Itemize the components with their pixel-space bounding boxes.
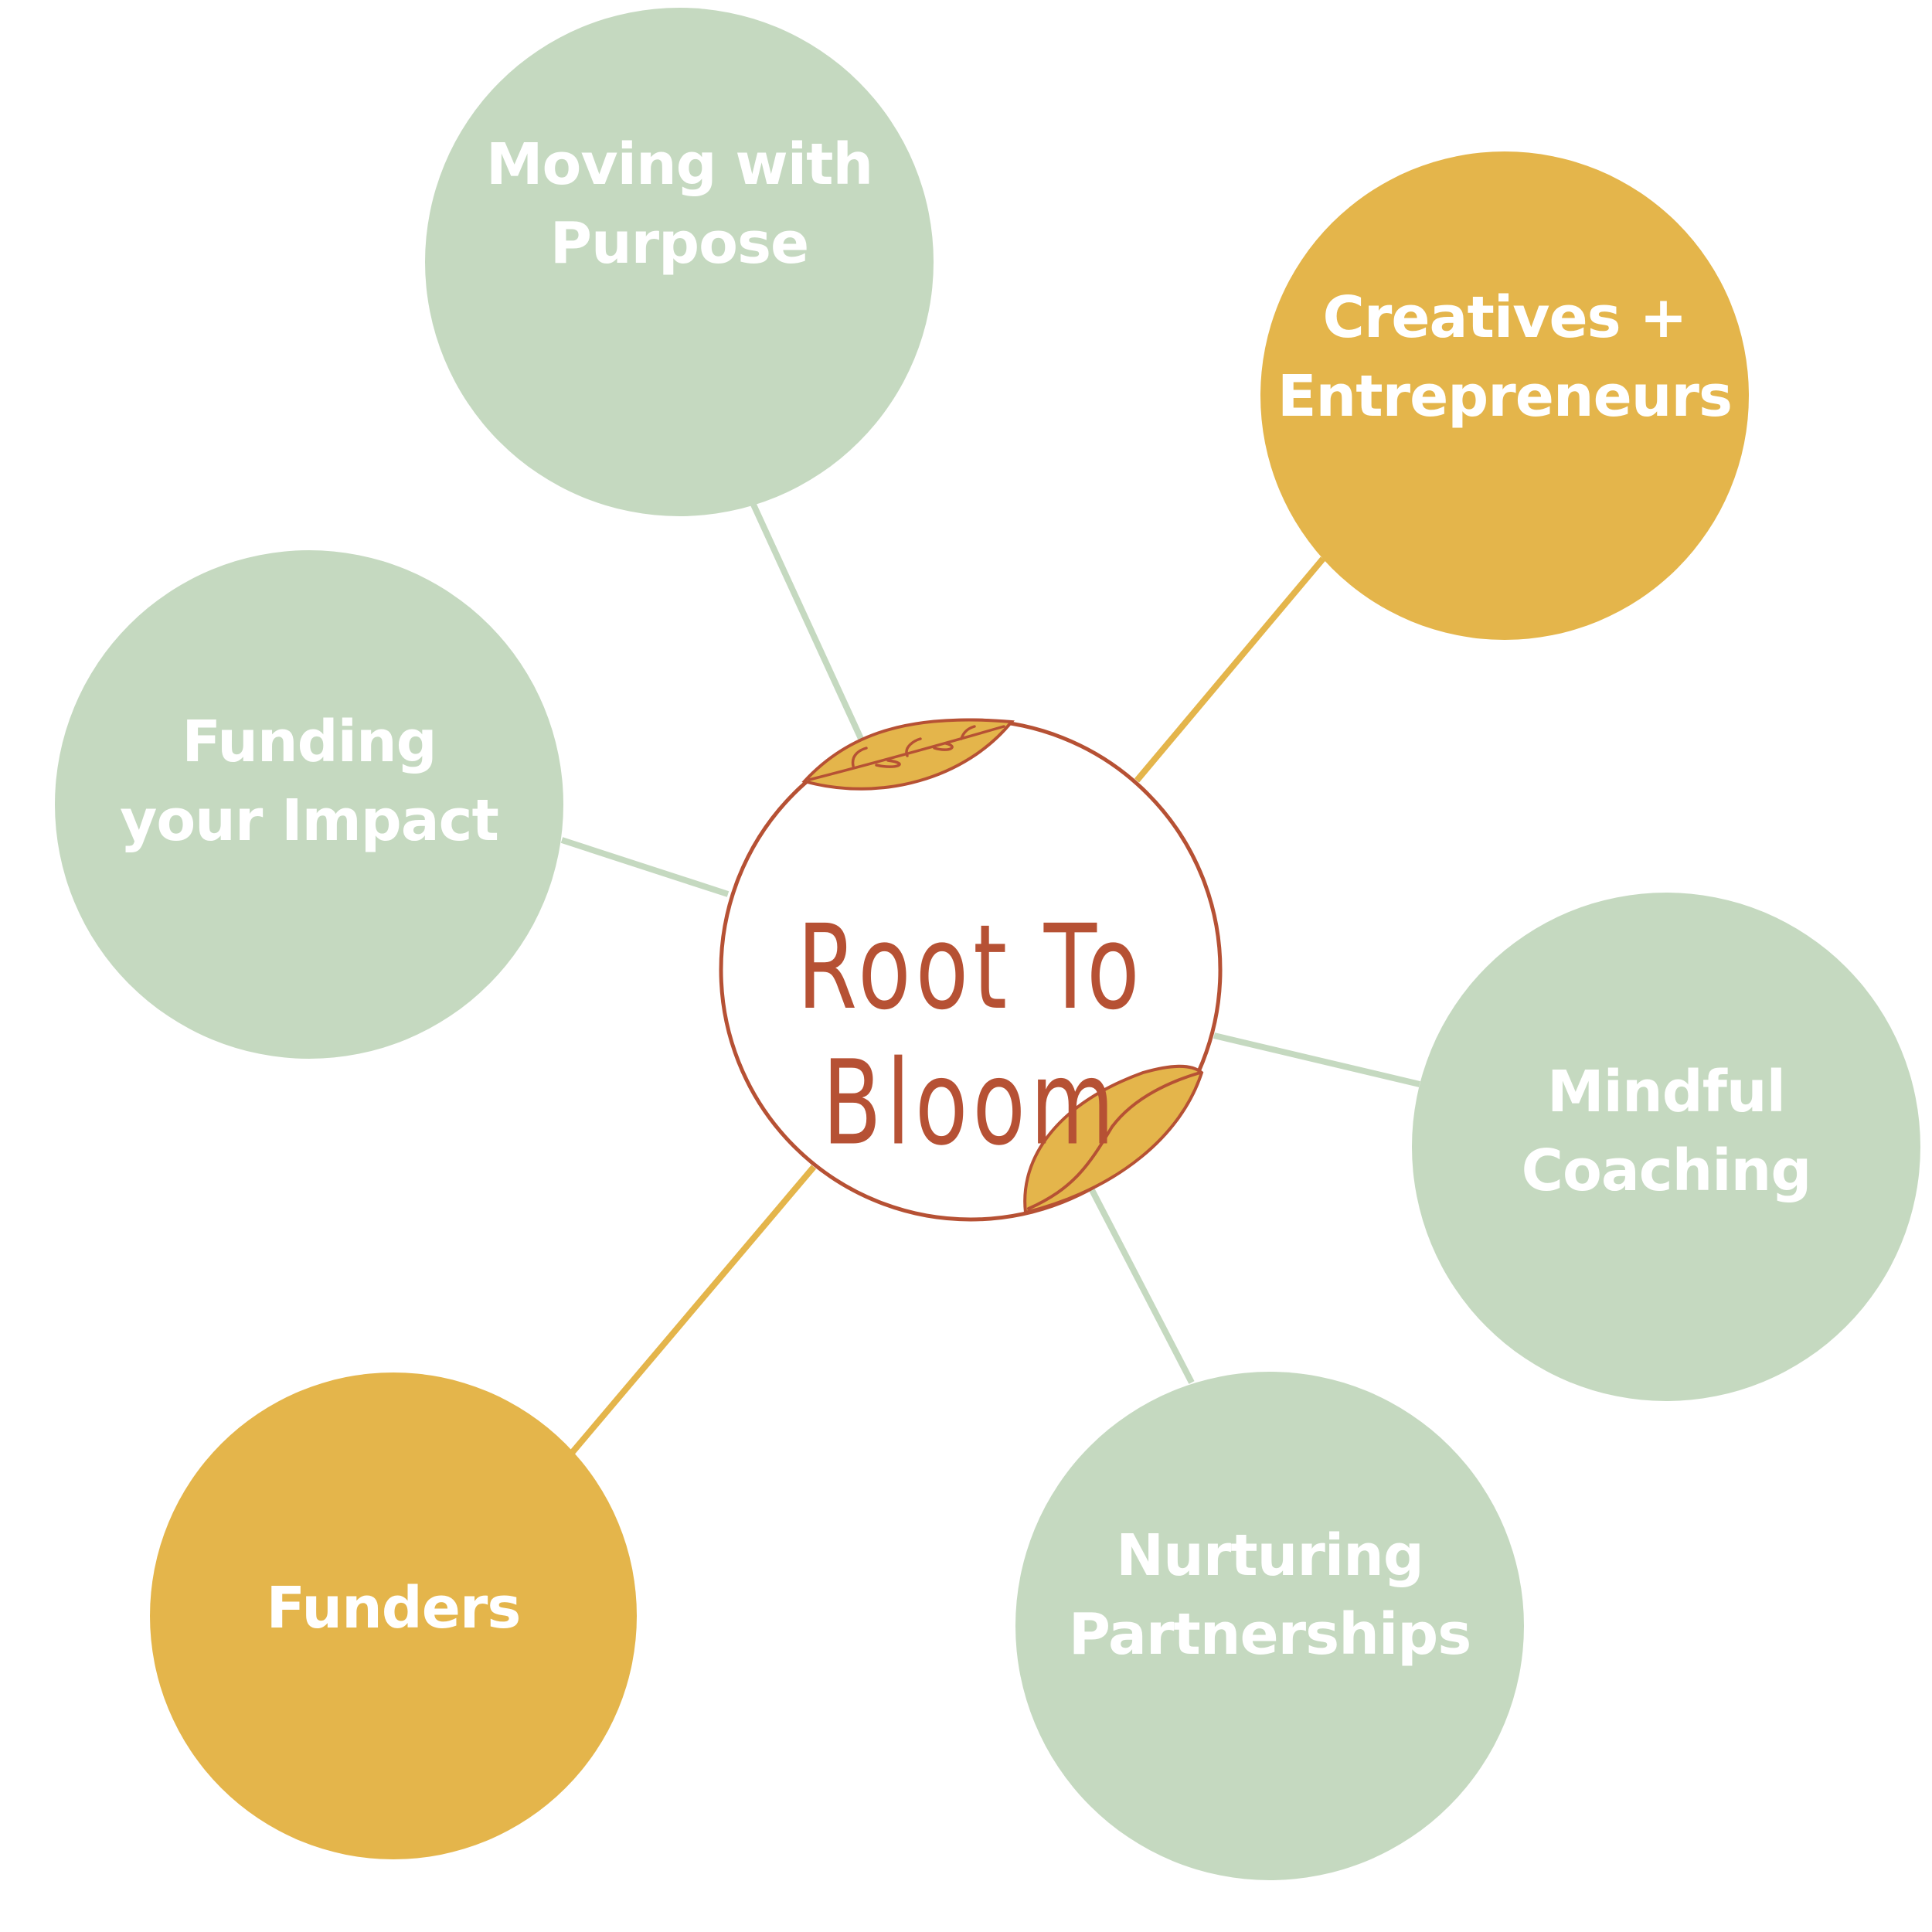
connector-creatives [1134,556,1326,783]
leaf-bottom-icon [1023,1064,1204,1215]
node-label: Mindful Coaching [1521,1058,1812,1204]
connector-nurturing [1088,1187,1195,1384]
leaf-bottom-vein [1027,1071,1202,1210]
leaf-top-vein [808,725,1005,781]
node-funders: Funders [150,1372,637,1859]
hub-circle [719,718,1223,1222]
node-funding-your-impact: Funding your Impact [55,550,563,1059]
connector-mindful [1213,1032,1420,1087]
node-label: Nurturing Partnerships [1068,1522,1472,1668]
node-label: Moving with Purpose [485,131,873,277]
connector-moving [750,503,865,742]
node-label: Funders [266,1574,522,1641]
node-creatives-entrepreneurs: Creatives + Entrepreneurs [1260,151,1749,640]
hub-title: Root To Bloom [797,900,1145,1172]
node-label: Creatives + Entrepreneurs [1277,284,1733,430]
node-mindful-coaching: Mindful Coaching [1412,893,1920,1401]
node-label: Funding your Impact [120,708,499,854]
connector-funders [569,1165,817,1455]
node-nurturing-partnerships: Nurturing Partnerships [1015,1372,1524,1880]
node-moving-with-purpose: Moving with Purpose [425,8,934,516]
connector-funding [560,837,730,897]
